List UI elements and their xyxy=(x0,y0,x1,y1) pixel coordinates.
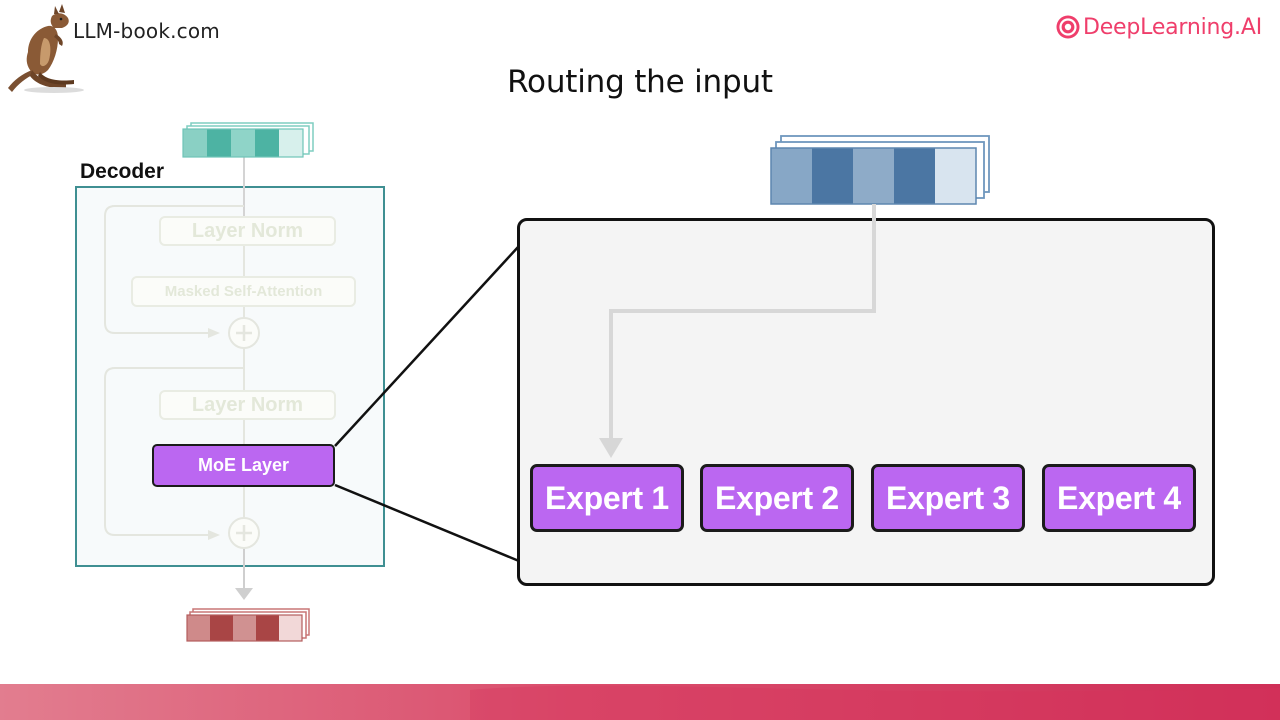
expert-1-box[interactable]: Expert 1 xyxy=(530,464,684,532)
deeplearning-ai-brand[interactable]: DeepLearning.AI xyxy=(1055,14,1262,40)
moe-layer-block[interactable]: MoE Layer xyxy=(152,444,335,487)
expert-2-box[interactable]: Expert 2 xyxy=(700,464,854,532)
deeplearning-ai-label: DeepLearning.AI xyxy=(1082,14,1262,40)
expert-3-box[interactable]: Expert 3 xyxy=(871,464,1025,532)
layer-norm-block-2: Layer Norm xyxy=(159,390,336,420)
expert-4-box[interactable]: Expert 4 xyxy=(1042,464,1196,532)
masked-self-attention-block: Masked Self-Attention xyxy=(131,276,356,307)
kangaroo-logo xyxy=(8,4,84,93)
layer-norm-block-1: Layer Norm xyxy=(159,216,336,246)
llm-book-brand[interactable]: LLM-book.com xyxy=(0,0,260,100)
llm-book-label: LLM-book.com xyxy=(73,19,220,43)
deeplearning-ai-logo xyxy=(1056,15,1080,39)
decoder-label: Decoder xyxy=(80,160,165,183)
slide-title: Routing the input xyxy=(507,64,773,100)
